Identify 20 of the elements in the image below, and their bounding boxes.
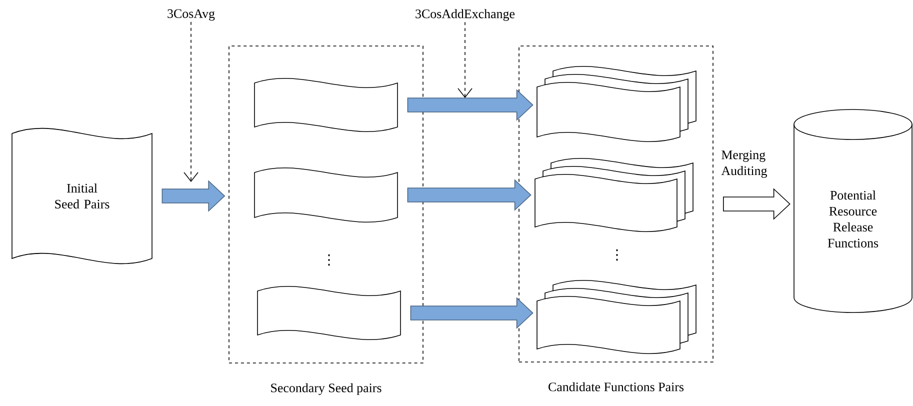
node-label: Candidate Functions Pairs (548, 382, 684, 392)
tape-stack (536, 66, 696, 142)
block-arrow (410, 297, 534, 329)
tape-shape (254, 168, 398, 222)
ellipsis-mark: ⋮ (328, 254, 330, 266)
dashed-arrow (458, 22, 472, 98)
tape-shape (257, 286, 401, 340)
method-label: 3CosAvg (168, 9, 215, 21)
method-label: 3CosAddExchange (416, 9, 515, 21)
block-arrow (162, 180, 226, 212)
node-label: Secondary Seed pairs (271, 383, 382, 395)
block-arrow (407, 89, 534, 121)
tape-stack (536, 280, 696, 354)
block-arrow (407, 179, 532, 211)
tape-shape (254, 78, 398, 132)
block-arrow (723, 188, 790, 220)
ellipsis-mark: ⋮ (616, 249, 618, 261)
edge-label: Merging Auditing (721, 150, 768, 178)
tape-stack (534, 158, 694, 232)
dashed-arrow (184, 21, 198, 182)
